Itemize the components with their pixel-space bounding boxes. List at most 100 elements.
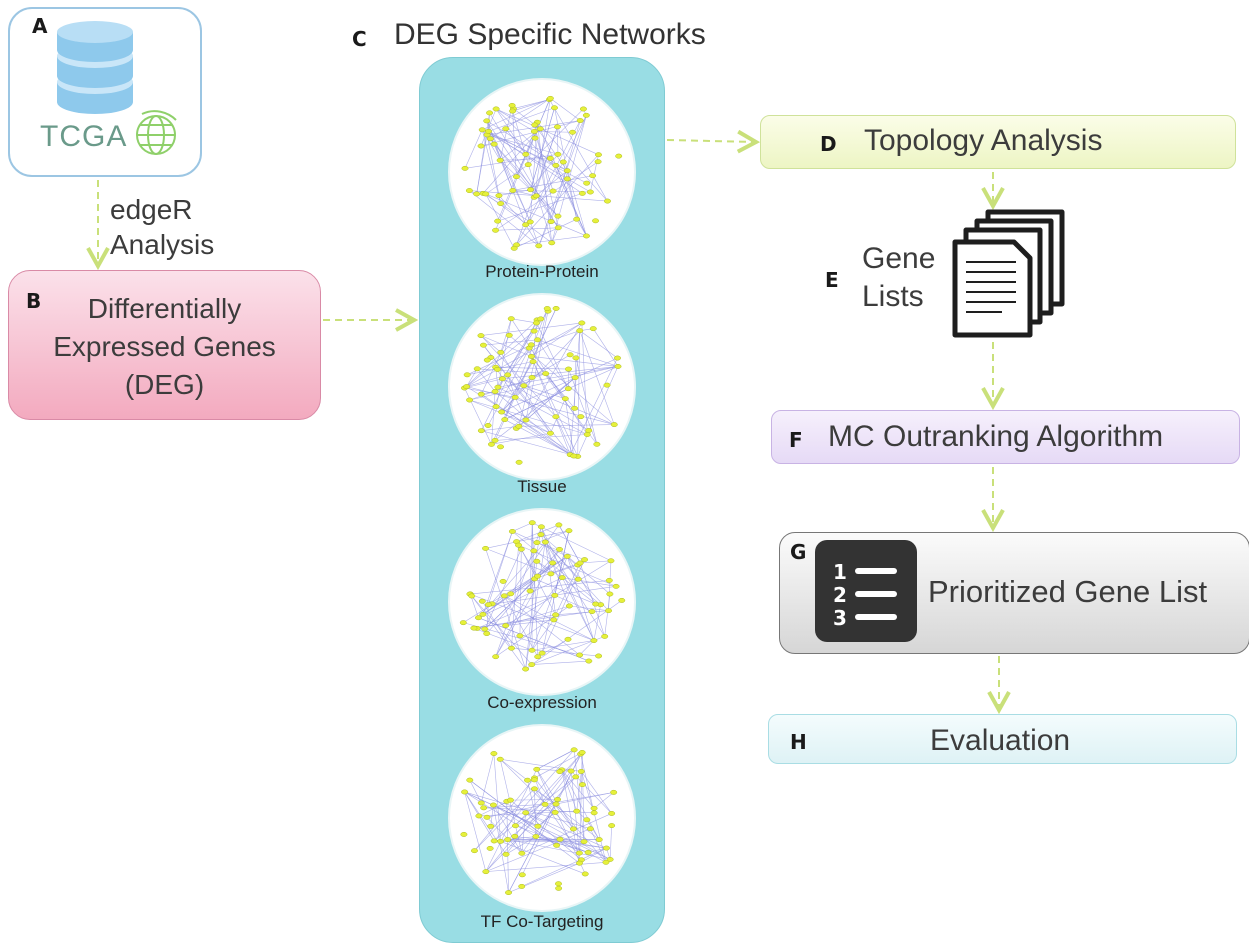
- network-edge: [525, 311, 549, 421]
- network-edge: [485, 828, 591, 872]
- network-node: [477, 333, 485, 339]
- network-edge: [510, 799, 558, 801]
- network-edge: [593, 328, 619, 367]
- network-node: [548, 240, 556, 246]
- network-node: [492, 106, 500, 112]
- network-node: [555, 885, 563, 891]
- network-node: [564, 386, 572, 392]
- network-node: [494, 366, 501, 372]
- network-node: [578, 750, 586, 755]
- network-edge: [476, 368, 496, 392]
- network-edge: [504, 595, 595, 641]
- network-edge: [483, 344, 551, 434]
- topology-analysis-label: Topology Analysis: [864, 124, 1103, 157]
- network-node: [531, 122, 539, 128]
- network-node: [504, 837, 512, 843]
- network-node: [528, 647, 536, 653]
- panel-h-evaluation: [768, 714, 1237, 764]
- network-node: [533, 320, 540, 326]
- network-edge: [513, 99, 550, 109]
- network-node: [530, 777, 538, 783]
- network-edge: [514, 218, 577, 249]
- network-node: [543, 306, 551, 311]
- network-edge: [500, 841, 586, 875]
- network-node: [581, 871, 589, 877]
- network-node: [524, 777, 531, 783]
- network-node: [508, 645, 515, 651]
- panel-c-letter: C: [352, 27, 367, 51]
- network-edge: [534, 578, 596, 605]
- panel-h-letter: H: [790, 730, 807, 754]
- network-edge: [486, 120, 568, 171]
- network-node: [487, 823, 495, 829]
- network-node: [522, 417, 530, 423]
- network-edge: [502, 366, 619, 380]
- gene-lists-line2: Lists: [862, 280, 924, 313]
- network-edge: [498, 189, 531, 196]
- network-node: [484, 602, 492, 608]
- network-node: [536, 126, 544, 132]
- network-edge: [569, 330, 581, 455]
- network-edge: [464, 387, 492, 445]
- network-edge: [469, 366, 619, 401]
- network-edge: [609, 825, 612, 860]
- network-node: [608, 811, 616, 816]
- network-node: [511, 833, 519, 839]
- tcga-logo-text: TCGA: [40, 120, 128, 153]
- network-node: [481, 626, 489, 632]
- network-edge: [482, 129, 591, 193]
- network-edge: [488, 131, 583, 194]
- network-node: [533, 558, 541, 564]
- network-node: [607, 558, 615, 564]
- network-node: [518, 850, 526, 856]
- network-edge: [506, 801, 509, 893]
- network-node: [532, 193, 540, 199]
- network-node: [561, 396, 569, 402]
- network-edge: [545, 541, 579, 580]
- network-node: [534, 823, 542, 829]
- network-label-protein-protein: Protein-Protein: [485, 262, 599, 281]
- network-edge: [490, 98, 551, 139]
- network-edge: [531, 356, 571, 455]
- network-node: [484, 423, 492, 428]
- network-node: [610, 789, 618, 795]
- network-node: [530, 328, 538, 334]
- network-node: [489, 802, 497, 808]
- network-edge: [531, 640, 594, 651]
- network-node: [537, 524, 545, 530]
- network-node: [483, 357, 491, 363]
- network-edge: [575, 357, 598, 445]
- network-edge: [486, 120, 559, 228]
- network-node: [488, 441, 495, 447]
- network-edge: [490, 804, 494, 827]
- network-edge: [480, 322, 582, 336]
- network-edge: [481, 426, 519, 431]
- network-edge: [478, 556, 568, 618]
- network-edge: [491, 391, 496, 445]
- network-node: [490, 838, 498, 844]
- network-edge: [593, 604, 601, 641]
- panel-c-title: DEG Specific Networks: [394, 18, 706, 51]
- network-node: [556, 769, 564, 775]
- network-node: [479, 342, 487, 348]
- network-edge: [466, 322, 582, 387]
- network-edge: [478, 562, 553, 618]
- network-edge: [574, 357, 577, 378]
- network-node: [569, 129, 576, 135]
- network-edge: [469, 593, 532, 665]
- network-node: [563, 553, 571, 559]
- network-edge: [497, 193, 583, 222]
- network-node: [551, 809, 559, 815]
- network-edge: [536, 769, 572, 772]
- network-node: [546, 95, 554, 101]
- network-node: [614, 363, 622, 369]
- network-node: [515, 423, 523, 429]
- network-node: [463, 384, 471, 390]
- network-node: [552, 612, 560, 618]
- network-node: [531, 786, 538, 792]
- network-node: [549, 188, 557, 194]
- network-node: [499, 376, 506, 382]
- network-edge: [518, 424, 615, 427]
- network-node: [534, 573, 541, 579]
- network-node: [569, 826, 577, 832]
